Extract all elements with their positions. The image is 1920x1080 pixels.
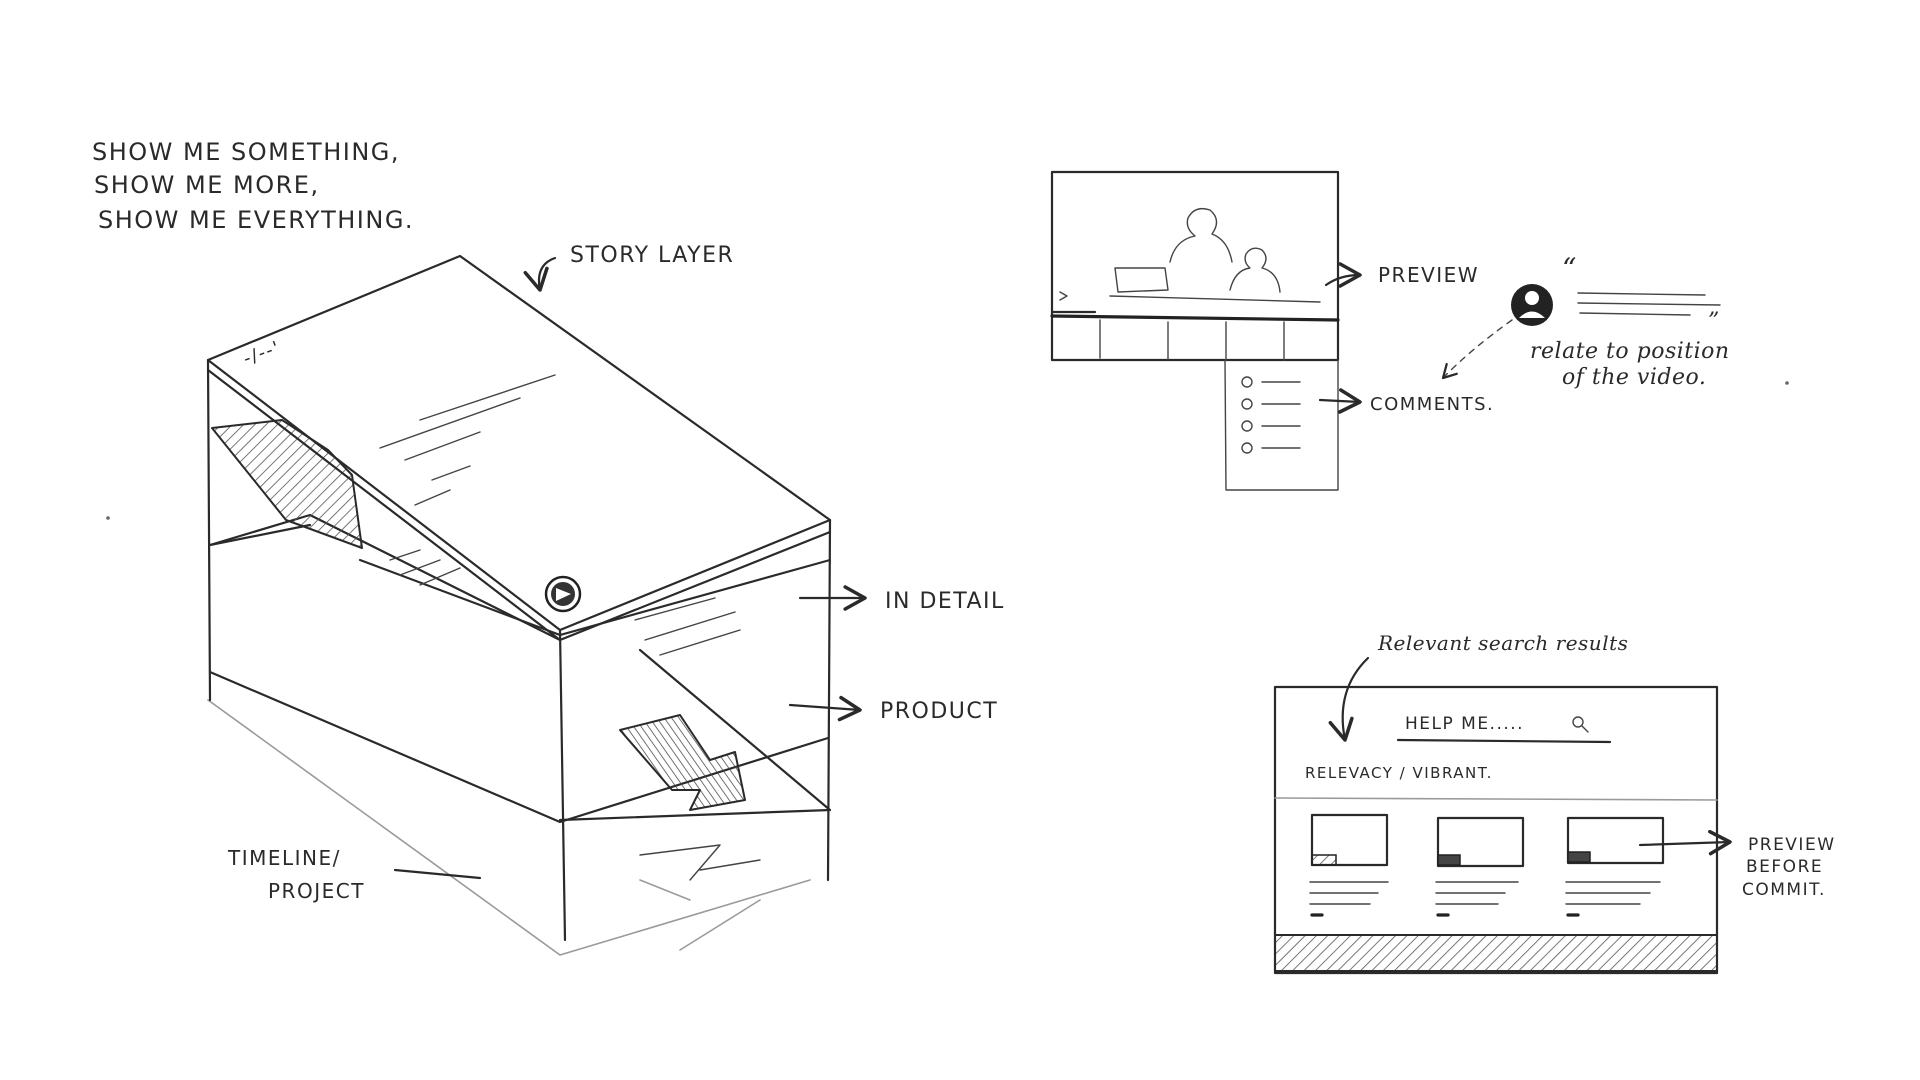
in-detail-label: IN DETAIL xyxy=(885,589,1005,614)
search-input-text: HELP ME..... xyxy=(1405,714,1524,734)
preview-commit-line-3: COMMIT. xyxy=(1742,880,1826,900)
preview-before-commit-arrow xyxy=(1638,829,1732,856)
result-card-1 xyxy=(1309,813,1389,917)
video-preview-sketch: PREVIEW COMMENTS. “ ” relate to position… xyxy=(1050,170,1730,491)
preview-commit-line-1: PREVIEW xyxy=(1748,835,1836,855)
preview-commit-line-2: BEFORE xyxy=(1746,857,1823,877)
box-ghost-strokes xyxy=(639,879,761,951)
product-arrow xyxy=(788,695,862,722)
thumbnail-strip-dividers xyxy=(1099,319,1285,361)
story-layer-arrow xyxy=(523,256,557,292)
layer-in-detail-outline xyxy=(208,523,832,637)
person-silhouette-2 xyxy=(1229,247,1281,293)
timeline-pointer-line xyxy=(393,868,482,880)
search-results-sketch: Relevant search results HELP ME..... REL… xyxy=(1273,631,1836,975)
search-annotation-arrow xyxy=(1328,656,1370,742)
person-silhouette-1 xyxy=(1169,207,1233,263)
stray-mark xyxy=(1785,381,1789,385)
desk-line xyxy=(1109,295,1321,303)
play-icon xyxy=(544,575,582,613)
quote-open: “ xyxy=(1562,252,1577,285)
search-footer-hatched xyxy=(1274,934,1718,972)
relate-note-line-2: of the video. xyxy=(1562,365,1706,390)
search-header-divider xyxy=(1274,797,1718,801)
tagline-line-3: SHOW ME EVERYTHING. xyxy=(98,206,414,234)
product-label: PRODUCT xyxy=(880,699,998,724)
stray-mark xyxy=(106,516,110,520)
video-scrub-bar xyxy=(1050,314,1340,322)
video-frame xyxy=(1050,170,1340,362)
relate-note-line-1: relate to position xyxy=(1530,339,1730,364)
story-page-mark: -/--' xyxy=(241,337,284,370)
video-caption-lines xyxy=(389,549,461,586)
relate-dashed-arrow xyxy=(1441,319,1513,380)
comments-panel xyxy=(1224,359,1339,491)
box-ghost-base xyxy=(207,699,811,956)
result-card-3 xyxy=(1565,816,1665,917)
result-card-2 xyxy=(1435,816,1525,917)
in-detail-text-lines xyxy=(634,597,741,656)
search-filter-text: RELEVACY / VIBRANT. xyxy=(1305,764,1493,782)
box-left-edge xyxy=(206,358,212,702)
layered-box-sketch: -/--' xyxy=(206,254,832,956)
comments-list xyxy=(1241,376,1301,454)
layer-product-outline xyxy=(558,648,832,822)
preview-label: PREVIEW xyxy=(1378,263,1479,287)
timeline-label-line-2: PROJECT xyxy=(268,879,365,903)
search-input-underline xyxy=(1396,738,1612,744)
tagline: SHOW ME SOMETHING, SHOW ME MORE, SHOW ME… xyxy=(92,138,414,234)
box-right-edge xyxy=(826,518,832,882)
layer-labels: STORY LAYER IN DETAIL PRODUCT TIMELINE/ … xyxy=(227,243,1005,903)
quote-close: ” xyxy=(1708,309,1720,334)
comments-arrow xyxy=(1318,388,1362,414)
product-arrow-shape xyxy=(619,714,746,811)
tagline-line-2: SHOW ME MORE, xyxy=(94,171,320,199)
tagline-line-1: SHOW ME SOMETHING, xyxy=(92,138,400,166)
comments-label: COMMENTS. xyxy=(1370,394,1494,415)
user-avatar-icon xyxy=(1511,284,1553,326)
timeline-scribble xyxy=(639,844,761,881)
timeline-label-line-1: TIMELINE/ xyxy=(227,846,341,870)
search-annotation: Relevant search results xyxy=(1377,631,1628,655)
box-front-edge xyxy=(558,628,567,942)
story-layer-label: STORY LAYER xyxy=(570,243,734,268)
layer-story-top xyxy=(206,254,832,632)
video-play-icon xyxy=(1059,291,1068,301)
quote-text-lines xyxy=(1577,292,1721,316)
video-hatched-panel xyxy=(211,419,363,549)
story-text-lines xyxy=(379,374,556,506)
search-icon xyxy=(1572,716,1589,733)
laptop-sketch xyxy=(1114,267,1169,293)
preview-arrow xyxy=(1324,262,1362,288)
layer-story-thickness xyxy=(206,368,832,642)
